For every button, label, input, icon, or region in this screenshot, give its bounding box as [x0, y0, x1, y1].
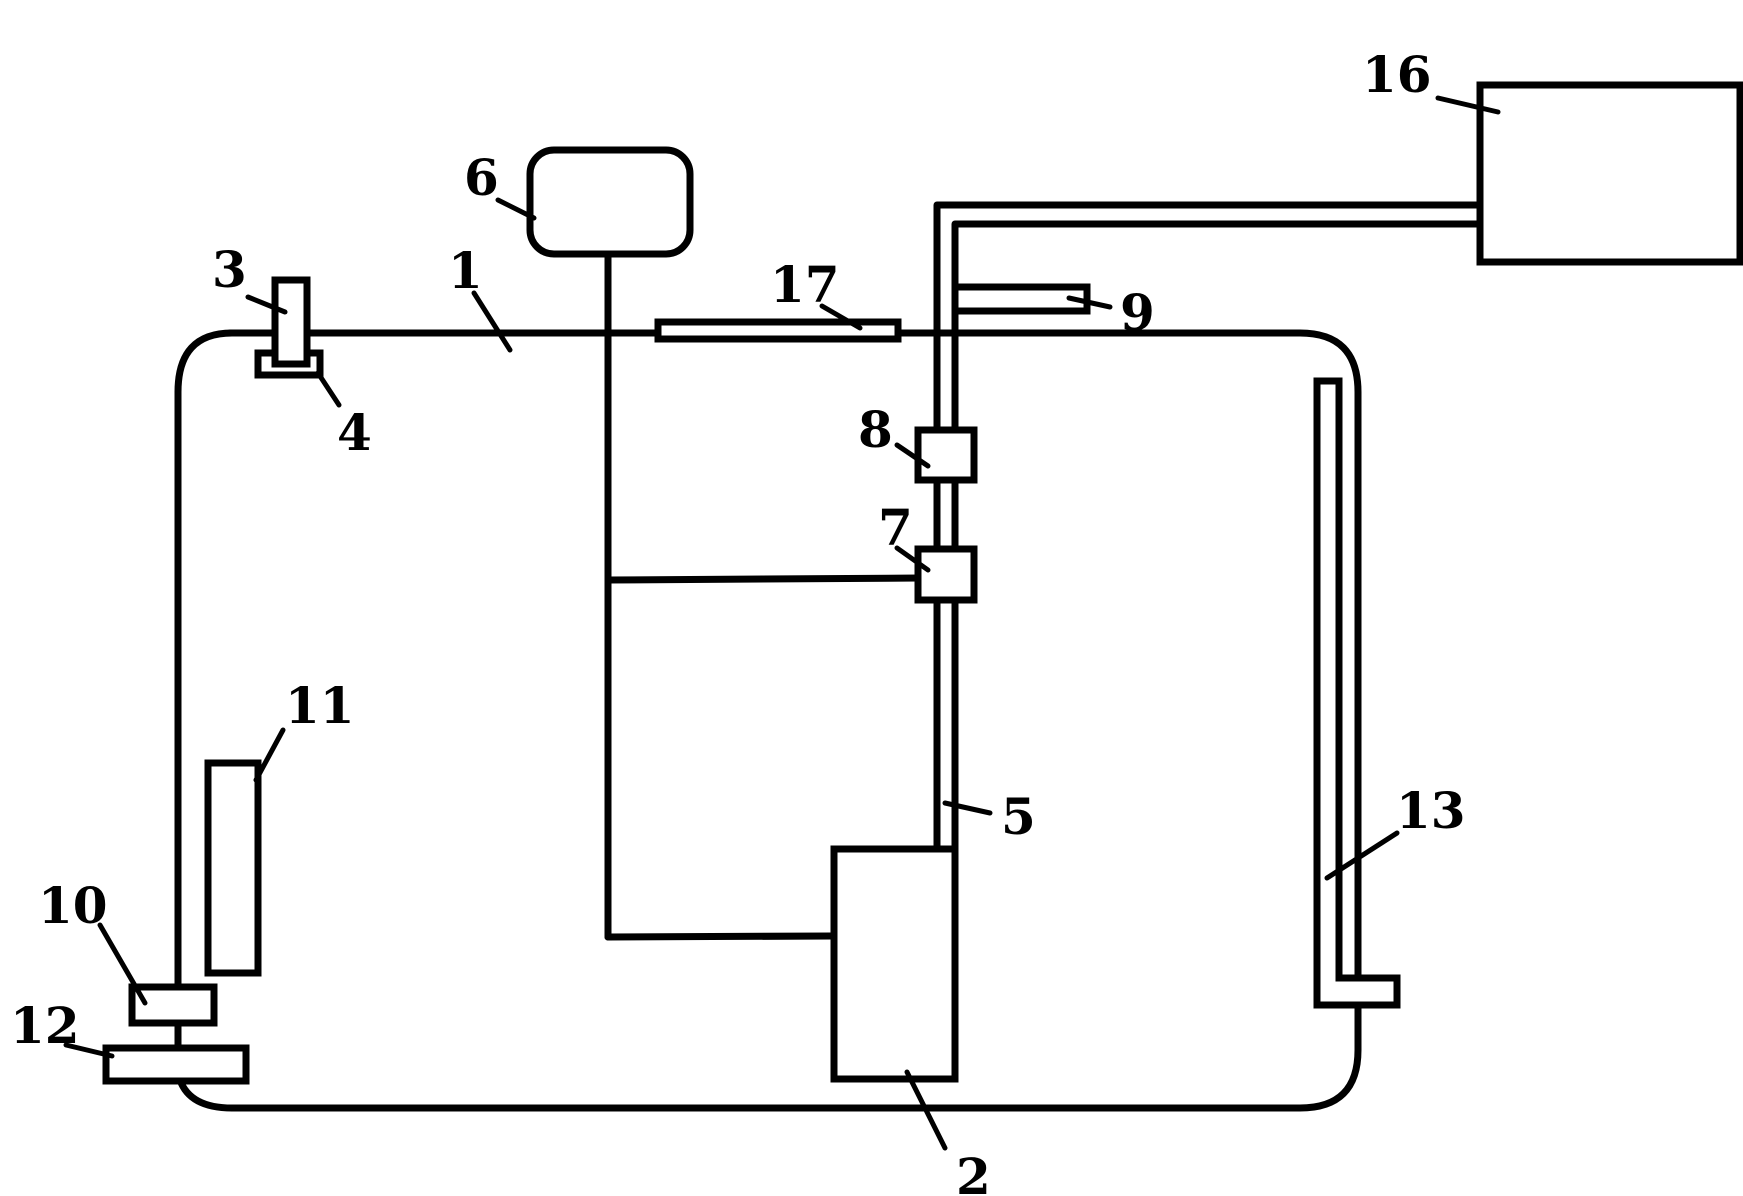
- label-11: 11: [285, 676, 355, 735]
- label-4: 4: [337, 403, 372, 462]
- component-3-box: [271, 276, 311, 368]
- leader-line-6: [495, 197, 537, 221]
- branch-line-to-2: [604, 932, 836, 941]
- leader-line-2: [904, 1069, 948, 1151]
- label-17: 17: [770, 255, 840, 314]
- label-6: 6: [464, 148, 499, 207]
- leader-line-9: [1066, 295, 1113, 310]
- component-13-tube: [1313, 377, 1401, 1009]
- leader-line-5: [942, 800, 993, 816]
- branch-line-to-7: [604, 574, 924, 584]
- main-enclosure-left-side: [174, 329, 236, 994]
- leader-line-3: [245, 294, 288, 315]
- label-8: 8: [858, 400, 893, 459]
- component-7-box: [914, 545, 978, 604]
- label-10: 10: [38, 876, 108, 935]
- label-13: 13: [1396, 781, 1466, 840]
- label-5: 5: [1001, 787, 1036, 846]
- component-9-box: [951, 283, 1091, 315]
- component-11-box: [204, 759, 262, 977]
- label-7: 7: [878, 498, 913, 557]
- tube-5-outer-line: [933, 201, 1484, 853]
- leader-line-17: [819, 303, 863, 331]
- leader-line-7: [894, 545, 931, 573]
- label-9: 9: [1120, 283, 1155, 342]
- leader-line-1: [471, 290, 513, 353]
- label-16: 16: [1362, 45, 1432, 104]
- main-enclosure: [176, 329, 1362, 1112]
- leader-line-4: [315, 370, 342, 408]
- label-1: 1: [448, 241, 483, 300]
- component-16-box: [1476, 81, 1743, 266]
- label-2: 2: [956, 1147, 991, 1196]
- leader-line-16: [1435, 95, 1501, 115]
- leader-line-13: [1324, 830, 1400, 881]
- component-2-box: [830, 845, 959, 1083]
- label-3: 3: [212, 240, 247, 299]
- leader-line-8: [894, 442, 931, 469]
- leader-line-10: [97, 922, 148, 1006]
- component-6-box: [526, 146, 694, 258]
- tube-5-inner-line: [951, 220, 1484, 853]
- leader-line-12: [63, 1042, 115, 1059]
- leader-line-11: [253, 727, 286, 783]
- component-12-box: [102, 1044, 250, 1085]
- label-12: 12: [10, 996, 80, 1055]
- component-8-box: [914, 426, 978, 484]
- component-17-strip: [654, 318, 902, 343]
